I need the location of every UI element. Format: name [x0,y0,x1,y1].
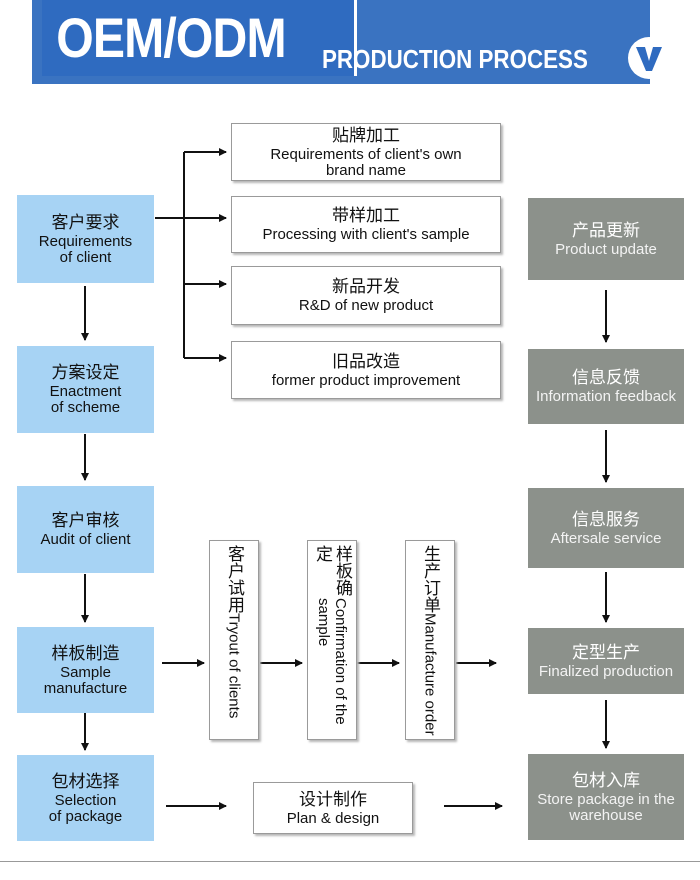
step-label-en: Finalized production [538,662,674,680]
step-label-en: Information feedback [535,388,677,405]
step-label-zh: 样板制造 [51,643,120,664]
vertical-label-en: Confirmation of the sample [315,598,349,726]
option-label-zh: 带样加工 [332,206,400,226]
option-label-en: Requirements of client's own [270,145,462,163]
step-label-zh: 信息反馈 [572,368,640,388]
step-label-en: Requirements [38,232,133,250]
vertical-label-zh: 样板确定 [312,545,352,596]
step-label-en: manufacture [43,679,128,697]
step-selection-of-package: 包材选择 Selection of package [17,755,154,841]
option-new-product: 新品开发 R&D of new product [231,266,501,325]
step-label-en: Audit of client [40,531,131,548]
vertical-label: 生产订单 Manufacture order [406,541,454,739]
step-label-zh: 产品更新 [572,220,640,241]
step-store-package: 包材入库 Store package in the warehouse [528,754,684,840]
step-sample-manufacture: 样板制造 Sample manufacture [17,627,154,713]
step-requirements-of-client: 客户要求 Requirements of client [17,195,154,283]
vertical-label-zh: 客户试用 [224,545,244,613]
step-enactment-of-scheme: 方案设定 Enactment of scheme [17,346,154,433]
option-client-sample: 带样加工 Processing with client's sample [231,196,501,253]
step-finalized-production: 定型生产 Finalized production [528,628,684,694]
header-banner: OEM/ODM PRODUCTION PROCESS [32,0,670,84]
step-manufacture-order: 生产订单 Manufacture order [405,540,455,740]
step-label-en: of package [48,807,123,825]
plan-label-zh: 设计制作 [299,789,367,810]
step-label-en: warehouse [569,806,643,824]
step-label-zh: 包材选择 [51,771,120,792]
step-label-en: Selection [54,791,117,809]
option-label-zh: 新品开发 [332,277,400,297]
v-logo-icon [628,37,670,79]
vertical-label: 客户试用 Tryout of clients [210,541,258,739]
step-product-update: 产品更新 Product update [528,198,684,280]
step-label-en: of client [59,248,112,266]
option-label-en: brand name [325,161,407,179]
banner-title-panel [42,0,357,76]
vertical-label-zh: 生产订单 [420,545,440,613]
vertical-label-en: Manufacture order [421,613,439,736]
step-label-en: Sample [60,663,111,681]
option-product-improvement: 旧品改造 former product improvement [231,341,501,399]
option-label-zh: 旧品改造 [332,351,400,372]
step-label-zh: 客户要求 [51,212,120,233]
step-label-en: Product update [555,240,657,258]
vertical-label-en: Tryout of clients [225,613,243,719]
plan-label-en: Plan & design [286,809,380,827]
vertical-label: 样板确定 Confirmation of the sample [308,541,356,739]
step-label-en: Enactment [49,383,122,400]
bottom-divider [0,861,700,862]
step-label-zh: 信息服务 [572,509,640,530]
step-label-zh: 方案设定 [51,363,120,383]
option-label-en: R&D of new product [298,297,434,314]
option-label-zh: 贴牌加工 [332,125,400,146]
v-logo-glyph [630,39,668,77]
step-aftersale-service: 信息服务 Aftersale service [528,488,684,568]
step-label-en: Store package in the [537,790,675,808]
step-label-zh: 客户审核 [51,511,120,531]
page-subtitle: PRODUCTION PROCESS [322,44,588,74]
step-confirmation-of-sample: 样板确定 Confirmation of the sample [307,540,357,740]
step-label-en: of scheme [50,399,121,416]
step-plan-and-design: 设计制作 Plan & design [253,782,413,834]
step-audit-of-client: 客户审核 Audit of client [17,486,154,573]
step-information-feedback: 信息反馈 Information feedback [528,349,684,424]
page-title: OEM/ODM [56,6,286,69]
option-label-en: Processing with client's sample [262,226,470,243]
option-label-en: former product improvement [271,371,461,389]
option-own-brand: 贴牌加工 Requirements of client's own brand … [231,123,501,181]
step-label-zh: 包材入库 [572,770,640,791]
step-tryout-of-clients: 客户试用 Tryout of clients [209,540,259,740]
step-label-zh: 定型生产 [572,642,640,663]
step-label-en: Aftersale service [550,529,662,547]
